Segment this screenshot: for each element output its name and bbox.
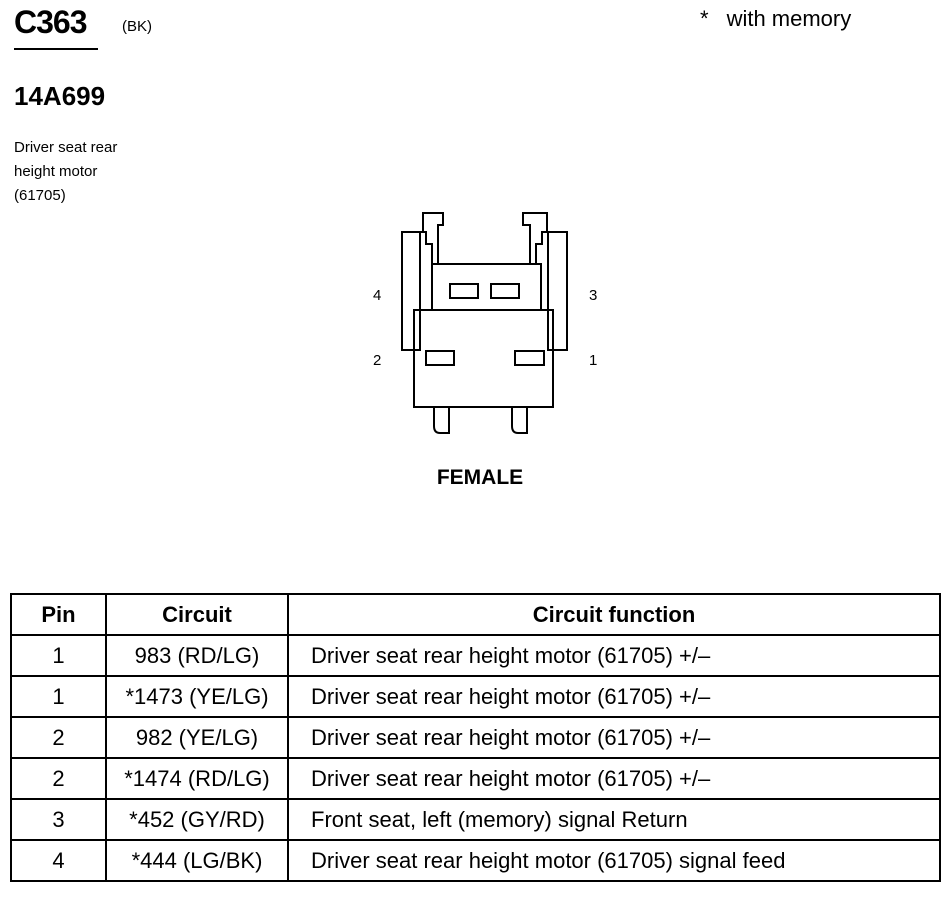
upper-housing: [431, 263, 542, 311]
connector-gender-label: FEMALE: [436, 466, 524, 489]
description-line: Driver seat rear: [14, 139, 118, 156]
pin-cell: 1: [10, 675, 107, 718]
circuit-cell: *452 (GY/RD): [105, 798, 289, 841]
pin-cavity-2: [425, 350, 455, 366]
table-row: 1 983 (RD/LG) Driver seat rear height mo…: [10, 634, 941, 677]
connector-color: (BK): [122, 18, 152, 35]
header-circuit: Circuit: [105, 593, 289, 636]
pin-cell: 4: [10, 839, 107, 882]
header-circuit-function: Circuit function: [287, 593, 941, 636]
function-cell: Driver seat rear height motor (61705) +/…: [287, 675, 941, 718]
connector-id: C363: [14, 4, 87, 40]
function-cell: Driver seat rear height motor (61705) +/…: [287, 716, 941, 759]
table-row: 3 *452 (GY/RD) Front seat, left (memory)…: [10, 798, 941, 841]
right-latch: [522, 212, 568, 351]
pin-label-3: 3: [589, 287, 597, 304]
pin-cavity-3: [490, 283, 520, 299]
table-row: 2 982 (YE/LG) Driver seat rear height mo…: [10, 716, 941, 759]
function-cell: Driver seat rear height motor (61705) si…: [287, 839, 941, 882]
pin-label-1: 1: [589, 352, 597, 369]
function-cell: Front seat, left (memory) signal Return: [287, 798, 941, 841]
pin-cell: 2: [10, 757, 107, 800]
circuit-cell: *444 (LG/BK): [105, 839, 289, 882]
circuit-cell: 983 (RD/LG): [105, 634, 289, 677]
part-description: Driver seat rear height motor (61705): [14, 136, 117, 208]
part-number: 14A699: [14, 81, 106, 111]
circuit-cell: *1473 (YE/LG): [105, 675, 289, 718]
header-pin: Pin: [10, 593, 107, 636]
pin-label-4: 4: [373, 287, 381, 304]
memory-note: * with memory: [700, 6, 851, 32]
pin-cell: 3: [10, 798, 107, 841]
function-cell: Driver seat rear height motor (61705) +/…: [287, 634, 941, 677]
table-row: 1 *1473 (YE/LG) Driver seat rear height …: [10, 675, 941, 718]
description-line: (61705): [14, 187, 66, 204]
terminal-right: [511, 407, 528, 434]
connector-id-underline: [14, 48, 98, 50]
table-row: 2 *1474 (RD/LG) Driver seat rear height …: [10, 757, 941, 800]
table-row: 4 *444 (LG/BK) Driver seat rear height m…: [10, 839, 941, 882]
circuit-cell: 982 (YE/LG): [105, 716, 289, 759]
function-cell: Driver seat rear height motor (61705) +/…: [287, 757, 941, 800]
pin-cavity-1: [514, 350, 545, 366]
housing-body: [413, 309, 554, 408]
pin-cavity-4: [449, 283, 479, 299]
description-line: height motor: [14, 163, 98, 180]
pin-cell: 1: [10, 634, 107, 677]
left-latch: [401, 212, 444, 351]
pin-cell: 2: [10, 716, 107, 759]
circuit-cell: *1474 (RD/LG): [105, 757, 289, 800]
terminal-left: [433, 407, 450, 434]
note-text: with memory: [726, 6, 852, 31]
note-marker: *: [700, 6, 709, 31]
pinout-table: Pin Circuit Circuit function 1 983 (RD/L…: [10, 593, 941, 882]
table-header-row: Pin Circuit Circuit function: [10, 593, 941, 636]
pin-label-2: 2: [373, 352, 381, 369]
